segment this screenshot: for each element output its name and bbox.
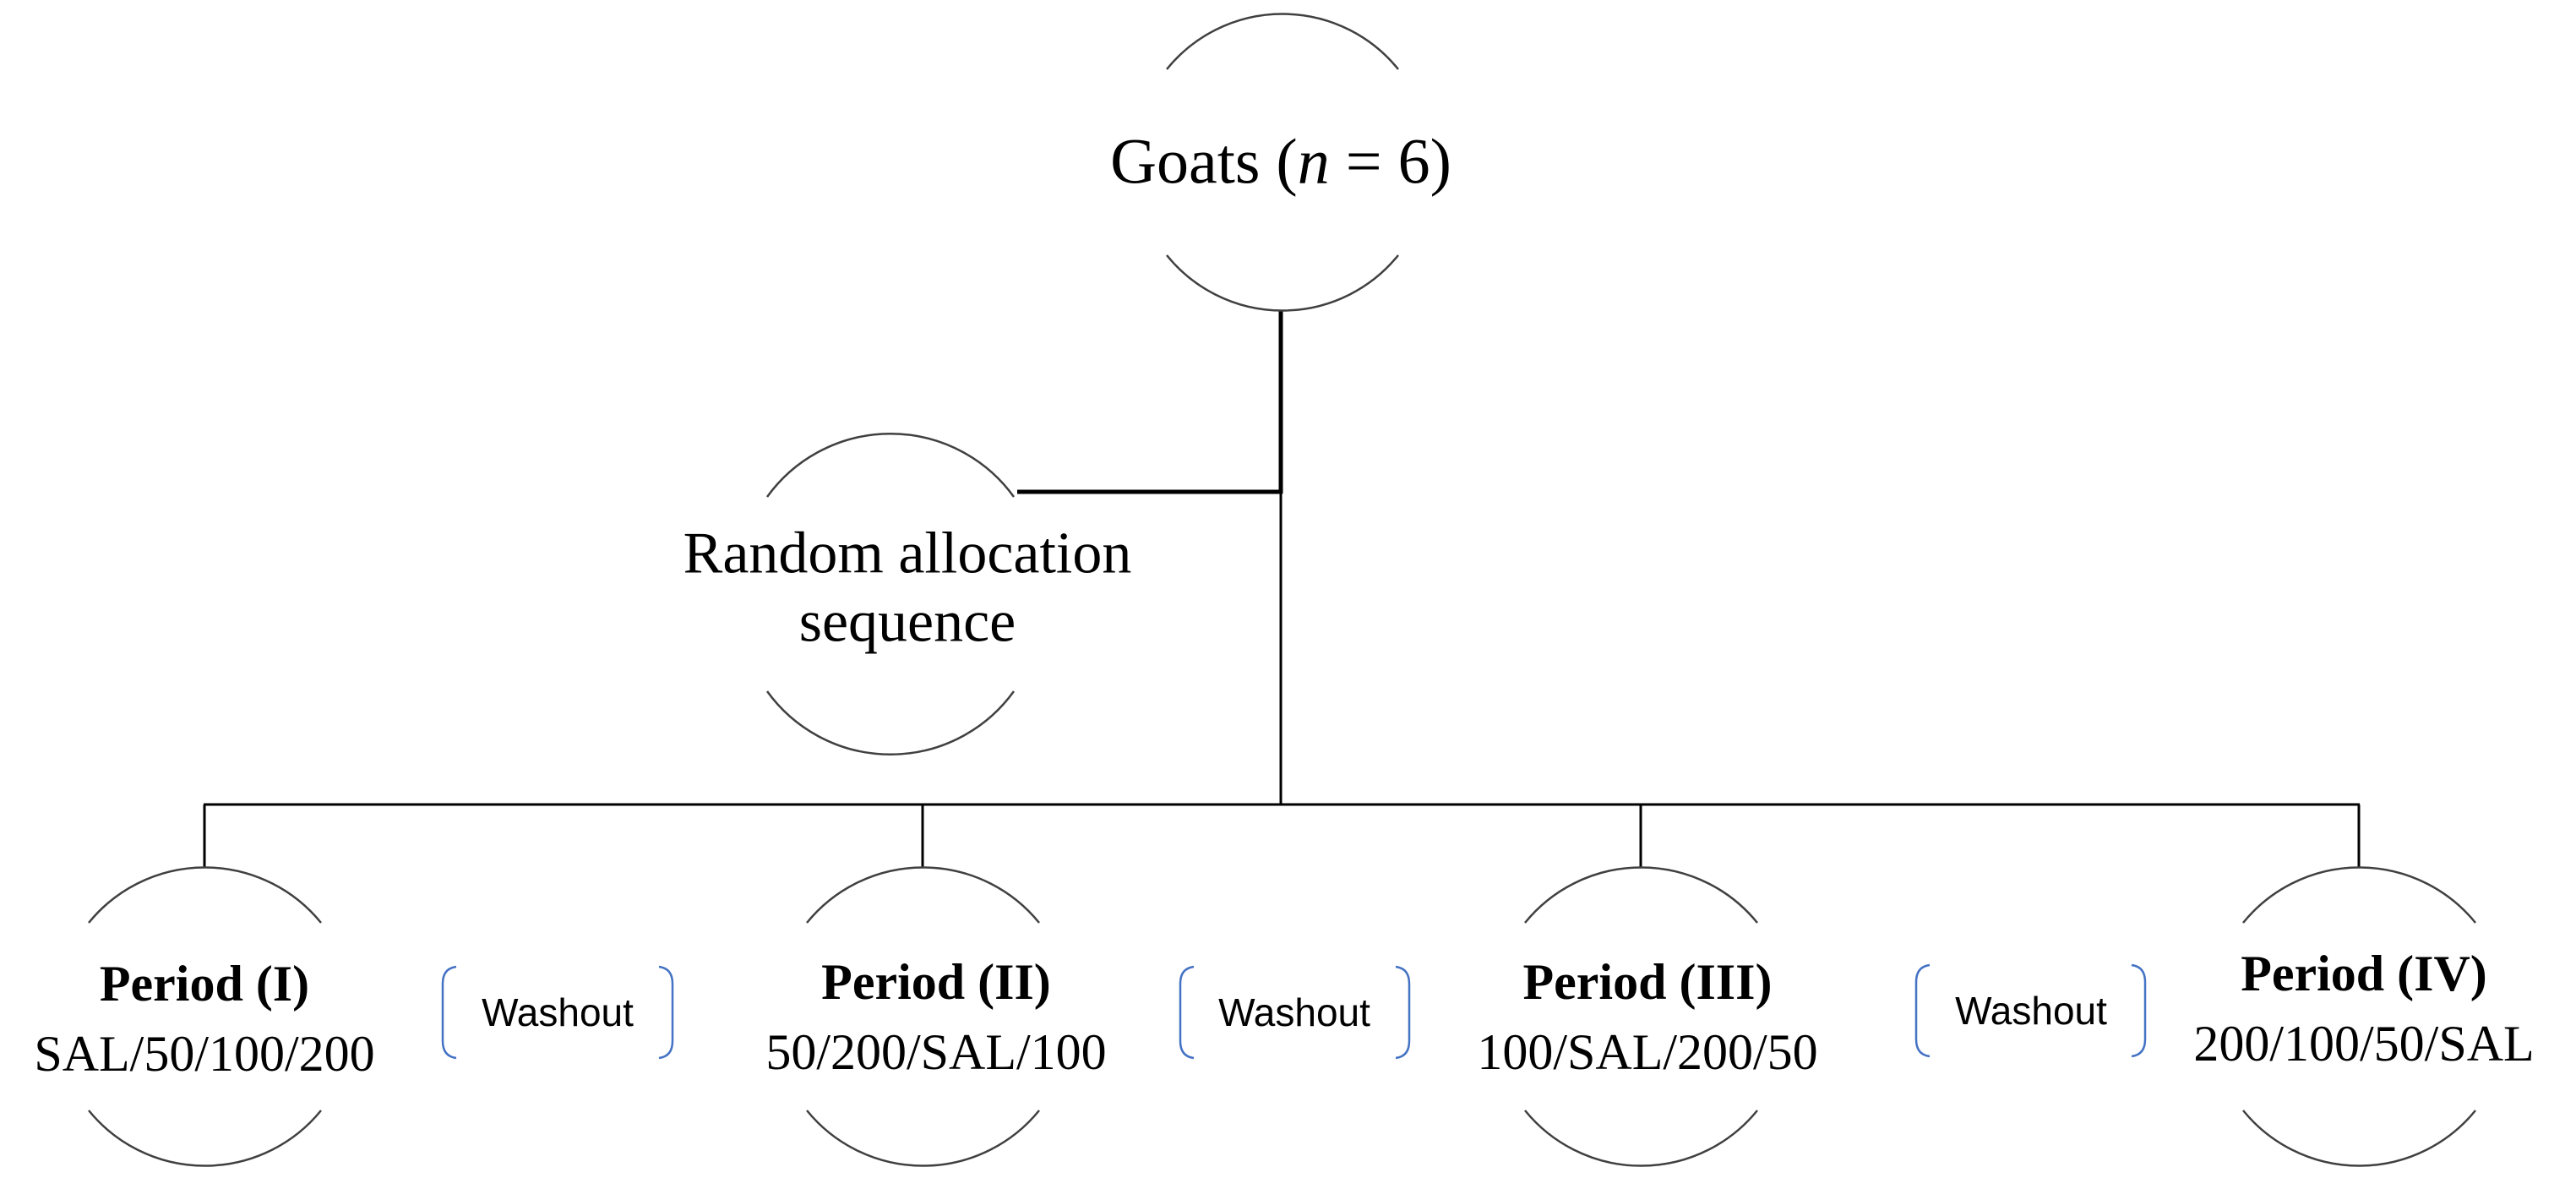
period-node-3: Period (III) 100/SAL/200/50	[1477, 953, 1817, 1082]
period-1-top-arc	[88, 866, 322, 924]
random-node-top-arc	[765, 433, 1016, 498]
period-title: Period (II)	[821, 954, 1051, 1010]
washout-1-right-bracket	[658, 965, 674, 1060]
washout-3-left-bracket	[1914, 963, 1931, 1058]
period-2-top-arc	[806, 866, 1040, 924]
node-arcs	[88, 13, 2476, 1167]
washout-3-right-bracket	[2131, 963, 2147, 1058]
random-label-line-2: sequence	[798, 589, 1016, 654]
period-sequence: 100/SAL/200/50	[1477, 1024, 1818, 1080]
period-2-bottom-arc	[806, 1110, 1040, 1167]
period-3-bottom-arc	[1524, 1110, 1758, 1167]
root-node-label: Goats (n = 6)	[1110, 125, 1451, 199]
period-sequence: 50/200/SAL/100	[765, 1024, 1107, 1080]
root-label-suffix: = 6)	[1329, 126, 1451, 198]
period-title: Period (I)	[99, 956, 310, 1012]
period-title: Period (IV)	[2241, 946, 2487, 1001]
washout-brackets	[441, 963, 2147, 1060]
washout-2-left-bracket	[1179, 965, 1195, 1060]
root-node-top-arc	[1166, 13, 1399, 70]
washout-label-2: Washout	[1218, 990, 1370, 1034]
connectors	[203, 311, 2361, 867]
period-sequence: 200/100/50/SAL	[2193, 1016, 2535, 1072]
period-node-4: Period (IV) 200/100/50/SAL	[2193, 945, 2534, 1073]
period-4-bottom-arc	[2242, 1110, 2476, 1167]
random-node-bottom-arc	[765, 690, 1016, 755]
period-sequence: SAL/50/100/200	[34, 1026, 375, 1082]
washout-2-right-bracket	[1395, 965, 1411, 1060]
root-label-prefix: Goats (	[1110, 126, 1298, 198]
washout-label-1: Washout	[482, 990, 634, 1034]
period-node-1: Period (I) SAL/50/100/200	[34, 955, 374, 1083]
root-node-bottom-arc	[1166, 254, 1399, 312]
period-title: Period (III)	[1522, 954, 1773, 1010]
period-3-top-arc	[1524, 866, 1758, 924]
washout-label-3: Washout	[1955, 989, 2107, 1033]
period-node-2: Period (II) 50/200/SAL/100	[765, 953, 1106, 1082]
period-1-bottom-arc	[88, 1110, 322, 1167]
washout-1-left-bracket	[441, 965, 457, 1060]
period-4-top-arc	[2242, 866, 2476, 924]
random-label-line-1: Random allocation	[683, 521, 1132, 586]
random-allocation-label: Random allocation sequence	[683, 521, 1132, 657]
root-label-italic: n	[1297, 126, 1330, 198]
